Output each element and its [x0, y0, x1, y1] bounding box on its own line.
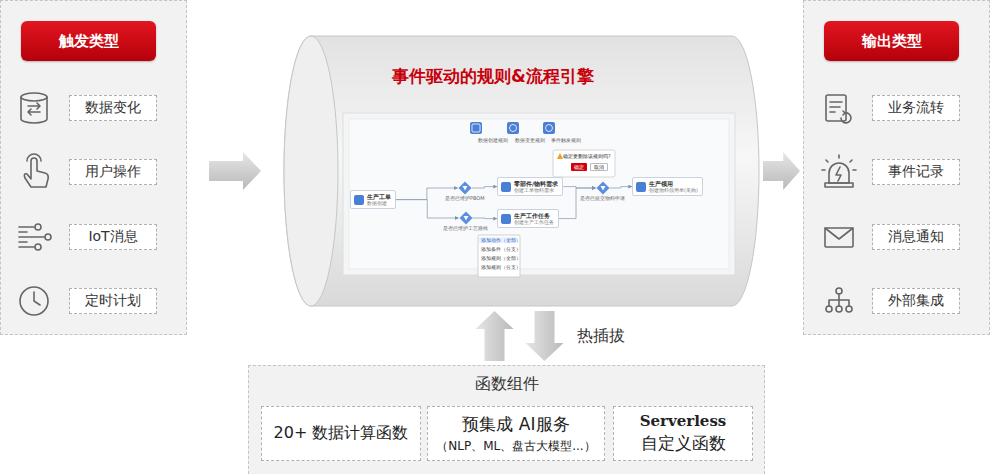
dialog-text: 确定要删除该规则吗? — [563, 153, 611, 159]
node-title: 函数组件 — [249, 374, 764, 395]
node-subtext: 创建生产工作任务 — [514, 219, 554, 225]
node-title: Serverless — [640, 412, 727, 430]
node-title: 用户操作 — [85, 163, 141, 181]
output-box: 外部集成 — [872, 288, 960, 314]
icon-label: 数据变更规则 — [512, 137, 548, 143]
node-title: 外部集成 — [888, 292, 944, 310]
dialog-button: 取消 — [590, 163, 608, 171]
menu-item: 添加规则（全部） — [479, 255, 517, 261]
node-title: 业务流转 — [888, 99, 944, 117]
flow-step: 生产工单数据创建 — [350, 190, 396, 209]
node-title: 是否已维护工艺路线 — [443, 225, 488, 232]
output-box: 消息通知 — [872, 224, 960, 250]
trigger-box: 数据变化 — [69, 95, 157, 121]
block-arrow — [526, 311, 564, 361]
function-box: 20+ 数据计算函数 — [261, 406, 421, 461]
decision-diamond: 是否已维护PBOM — [445, 181, 485, 202]
function-box: 预集成 AI服务 （NLP、ML、盘古大模型...） — [427, 406, 605, 461]
node-subtext: （NLP、ML、盘古大模型...） — [436, 438, 595, 455]
trigger-box: 用户操作 — [69, 159, 157, 185]
block-arrow — [209, 152, 261, 190]
icon-label: 事件触发规则 — [548, 137, 584, 143]
node-title: 定时计划 — [85, 292, 141, 310]
block-arrow — [763, 152, 800, 190]
node-title: 生产领用 — [649, 180, 698, 187]
node-title: 消息通知 — [888, 228, 944, 246]
node-title: 是否已提交物料申请 — [580, 195, 625, 202]
dialog-button: 确定 — [571, 163, 587, 171]
trigger-box: 定时计划 — [69, 288, 157, 314]
output-box: 业务流转 — [872, 95, 960, 121]
node-title: IoT消息 — [88, 228, 137, 246]
function-panel: 函数组件 20+ 数据计算函数 预集成 AI服务 （NLP、ML、盘古大模型...） S… — [248, 365, 765, 474]
node-title: 输出类型 — [824, 21, 959, 61]
node-subtext: 创建工单物料需求 — [514, 187, 558, 193]
trigger-box: IoT消息 — [69, 224, 157, 250]
menu-item: 添加规则（分支） — [479, 264, 517, 270]
icon-label: 数据创建规则 — [475, 137, 511, 143]
function-box: Serverless 自定义函数 — [613, 406, 753, 461]
node-subtext: 自定义函数 — [641, 432, 726, 455]
engine-cylinder: 事件驱动的规则&流程引擎生产工单数据创建 是否已维护PBOM 零部件/物料需求创建工… — [283, 35, 760, 307]
diamond-icon — [459, 211, 473, 225]
node-title: 零部件/物料需求 — [514, 180, 558, 187]
flow-step: 零部件/物料需求创建工单物料需求 — [497, 177, 563, 196]
node-title: 事件记录 — [888, 163, 944, 181]
node-title: 预集成 AI服务 — [462, 413, 569, 436]
diamond-icon — [458, 181, 472, 195]
node-title: 生产工单 — [367, 193, 391, 200]
node-title: 生产工作任务 — [514, 212, 554, 219]
menu-item: 添加条件（分支） — [479, 246, 517, 252]
node-title: 事件驱动的规则&流程引擎 — [392, 65, 594, 88]
trigger-panel: 触发类型数据变化用户操作 IoT消息定时计划 — [0, 0, 187, 335]
output-box: 事件记录 — [872, 159, 960, 185]
decision-diamond: 是否已提交物料申请 — [580, 181, 625, 202]
menu-item: 添加动作（全部） — [479, 237, 517, 243]
flow-step: 生产工作任务创建生产工作任务 — [497, 209, 559, 228]
node-subtext: 数据创建 — [367, 200, 391, 206]
node-title: 20+ 数据计算函数 — [274, 423, 409, 444]
node-subtext: 创建物料领用单(采购) — [649, 187, 698, 193]
block-arrow — [476, 311, 514, 361]
node-title: 数据变化 — [85, 99, 141, 117]
node-title: 触发类型 — [21, 21, 156, 61]
output-panel: 输出类型业务流转事件记录消息通知外部集成 — [803, 0, 990, 335]
flow-step: 生产领用创建物料领用单(采购) — [632, 177, 703, 196]
decision-diamond: 是否已维护工艺路线 — [443, 211, 488, 232]
edge-label: 热插拔 — [577, 326, 625, 347]
node-title: 是否已维护PBOM — [445, 195, 485, 202]
diamond-icon — [596, 181, 610, 195]
